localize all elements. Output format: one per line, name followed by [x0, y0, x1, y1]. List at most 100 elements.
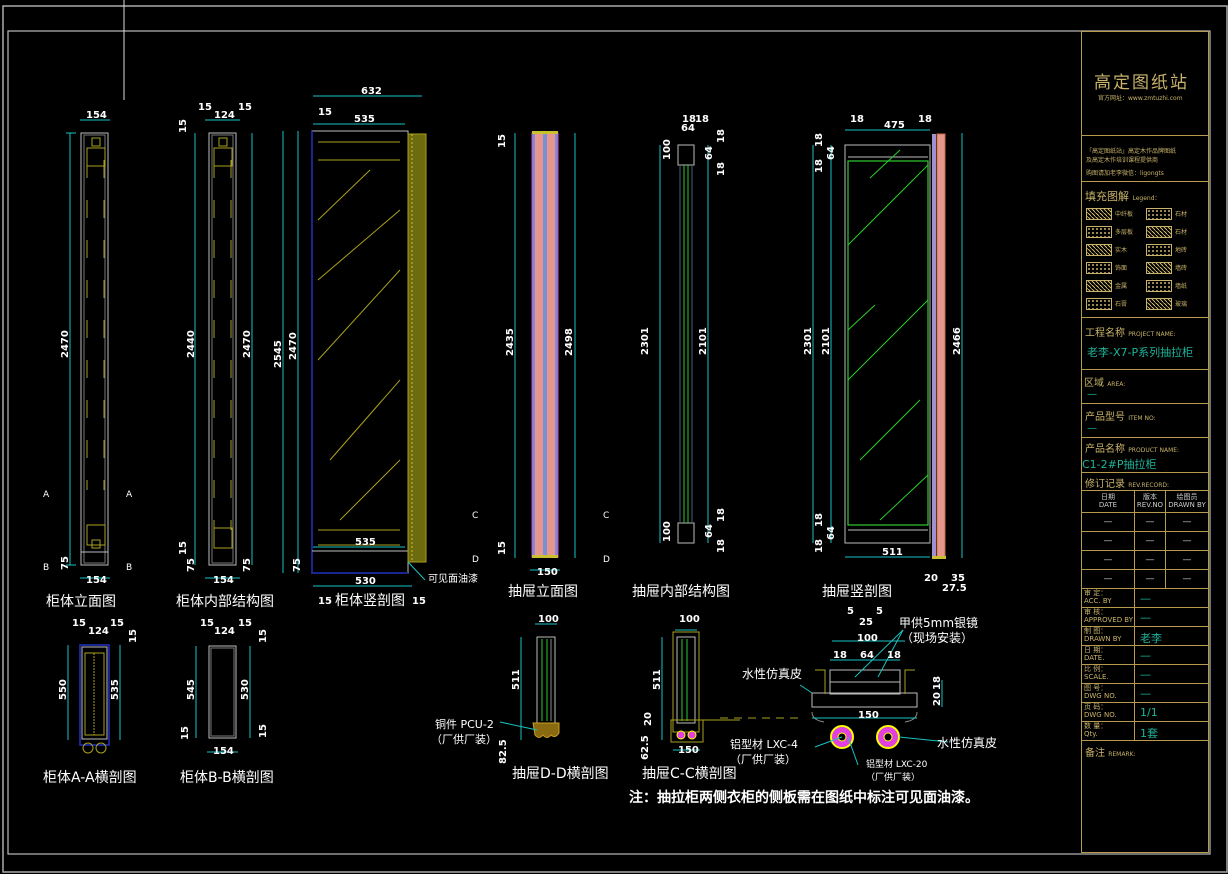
- dim-section-inner-width: 535: [354, 114, 375, 125]
- info-field-value: 1/1: [1140, 706, 1158, 719]
- dim-detail-18a: 18: [833, 650, 847, 661]
- rev-cell: —: [1135, 532, 1166, 550]
- legend-swatch: [1146, 280, 1172, 292]
- intro-line-1: 「高定图纸站」高定木作品牌图纸: [1086, 148, 1177, 155]
- legend-label: 墙砖: [1175, 265, 1188, 272]
- dim-di-top-h: 100: [662, 139, 673, 160]
- legend-label: 实木: [1115, 247, 1128, 254]
- caption-drawer-elevation: 抽屉立面图: [508, 584, 578, 600]
- info-field-value: —: [1140, 649, 1151, 662]
- dim-ds-bottom-18b: 18: [814, 539, 825, 553]
- rev-cell: —: [1182, 555, 1192, 565]
- dim-dd-height: 511: [511, 669, 522, 690]
- dim-dd-width: 100: [538, 614, 559, 625]
- dim-drawer-height-left: 2435: [505, 328, 516, 356]
- area-label-en: AREA:: [1107, 381, 1126, 388]
- legend-label: 地砖: [1175, 247, 1188, 254]
- section-mark-c-left: C: [472, 511, 478, 521]
- view-cabinet-internal: 15 124 15 15 2440 2470 15 75 75 154 柜体内部…: [176, 102, 274, 610]
- rev-row: ———: [1082, 570, 1208, 589]
- dim-section-right-edge: 15: [412, 596, 426, 607]
- dim-aa-side: 15: [128, 629, 139, 643]
- dim-di-bottom-64: 64: [704, 524, 715, 538]
- dim-bb-side-top: 15: [258, 629, 269, 643]
- legend-swatch: [1086, 208, 1112, 220]
- info-field-value: 1套: [1140, 727, 1158, 740]
- dim-bb-height-left: 545: [186, 679, 197, 700]
- dim-di-bottom-h: 100: [662, 521, 673, 542]
- dim-bb-side-bottom-right: 15: [258, 724, 269, 738]
- project-label-cn: 工程名称: [1085, 328, 1125, 339]
- product-label: 产品名称 PRODUCT NAME:: [1085, 440, 1179, 455]
- legend-swatch: [1146, 208, 1172, 220]
- legend-swatch: [1146, 298, 1172, 310]
- dim-di-top-right: 18: [695, 114, 709, 125]
- dim-bb-top-left: 15: [200, 618, 214, 629]
- project-label-en: PROJECT NAME:: [1128, 331, 1176, 338]
- info-field-label: 日 期：DATE.: [1082, 646, 1135, 664]
- rev-label-cn: 修订记录: [1085, 479, 1125, 490]
- info-field: 比 例：SCALE.—: [1082, 665, 1208, 684]
- dim-ds-left-64: 64: [826, 146, 837, 160]
- dim-bb-side-bottom-left: 15: [180, 726, 191, 740]
- remark-label-en: REMARK:: [1108, 751, 1136, 758]
- dim-drawer-bottom: 15: [497, 541, 508, 555]
- note-mirror: 甲供5mm银镜: [899, 615, 978, 630]
- brand-name: 高定图纸站: [1094, 73, 1189, 93]
- info-field-value: —: [1140, 611, 1151, 624]
- product-name-value: C1-2#P抽拉柜: [1082, 458, 1157, 471]
- rev-cell: —: [1135, 513, 1166, 531]
- dim-detail-5a: 5: [847, 606, 854, 617]
- info-field-label: 审 核：APPROVED BY: [1084, 608, 1135, 626]
- dim-detail-18v: 18: [932, 676, 943, 690]
- legend-swatch: [1146, 244, 1172, 256]
- section-mark-b-left: B: [43, 563, 49, 573]
- info-field: 审 核：APPROVED BY —: [1082, 608, 1208, 627]
- note-mirror-install: （现场安装）: [901, 630, 973, 645]
- rev-row: ———: [1082, 532, 1208, 551]
- caption-cabinet-elevation: 柜体立面图: [46, 594, 116, 610]
- dim-di-top-left: 18: [682, 114, 696, 125]
- dim-di-top-s2: 18: [716, 162, 727, 176]
- rev-cell: —: [1082, 513, 1135, 531]
- callout-copper-supply: （厂供厂装）: [431, 732, 497, 746]
- section-mark-b-right: B: [126, 563, 132, 573]
- dim-cc-width: 100: [679, 614, 700, 625]
- callout-copper-part: 铜件 PCU-2: [435, 717, 494, 731]
- info-field-value: 老李: [1140, 632, 1162, 645]
- product-label-cn: 产品名称: [1085, 444, 1125, 455]
- item-label-en: ITEM NO:: [1128, 415, 1156, 422]
- dim-internal-base-right: 75: [242, 558, 253, 572]
- view-section-aa: 15 124 15 15 550 535 柜体A-A横剖图: [43, 618, 139, 786]
- dim-section-height-inner: 2470: [288, 332, 299, 360]
- dim-section-base: 75: [292, 558, 303, 572]
- dim-di-bottom-s1: 18: [716, 508, 727, 522]
- dim-detail-100: 100: [857, 633, 878, 644]
- legend-label: 石膏: [1115, 301, 1128, 308]
- legend-swatch: [1146, 226, 1172, 238]
- note-alu-lxc4-supply: （厂供厂装）: [730, 752, 796, 766]
- dim-internal-height-right: 2470: [242, 330, 253, 358]
- intro-line-2: 及高定木作培训课程提供商: [1086, 157, 1159, 164]
- legend-label: 墙纸: [1175, 283, 1188, 290]
- info-field-label: 数 量：Qty.: [1082, 722, 1135, 740]
- area-block: 区域 AREA: —: [1082, 370, 1208, 404]
- legend-title-en: Legend：: [1132, 195, 1161, 202]
- legend-swatch: [1086, 244, 1112, 256]
- legend-label: 多层板: [1115, 229, 1134, 236]
- dim-di-bottom-s2: 18: [716, 539, 727, 553]
- dim-cc-width-bottom: 150: [678, 745, 699, 756]
- product-name-block: 产品名称 PRODUCT NAME: C1-2#P抽拉柜: [1082, 438, 1208, 473]
- view-detail: 5 25 5 100 18 64 18 150 20 18 甲供5mm银镜 （现…: [720, 606, 997, 783]
- legend-swatch: [1086, 280, 1112, 292]
- dim-ds-bottom-18a: 18: [814, 513, 825, 527]
- footnote: 注：抽拉柜两侧衣柜的侧板需在图纸中标注可见面油漆。: [629, 789, 979, 806]
- section-mark-d-right: D: [603, 555, 610, 565]
- view-section-cc: 100 511 20 62.5 150 抽屉C-C横剖图: [640, 614, 740, 782]
- legend-label: 石材: [1175, 211, 1188, 218]
- dim-ds-bottom-width: 511: [882, 547, 903, 558]
